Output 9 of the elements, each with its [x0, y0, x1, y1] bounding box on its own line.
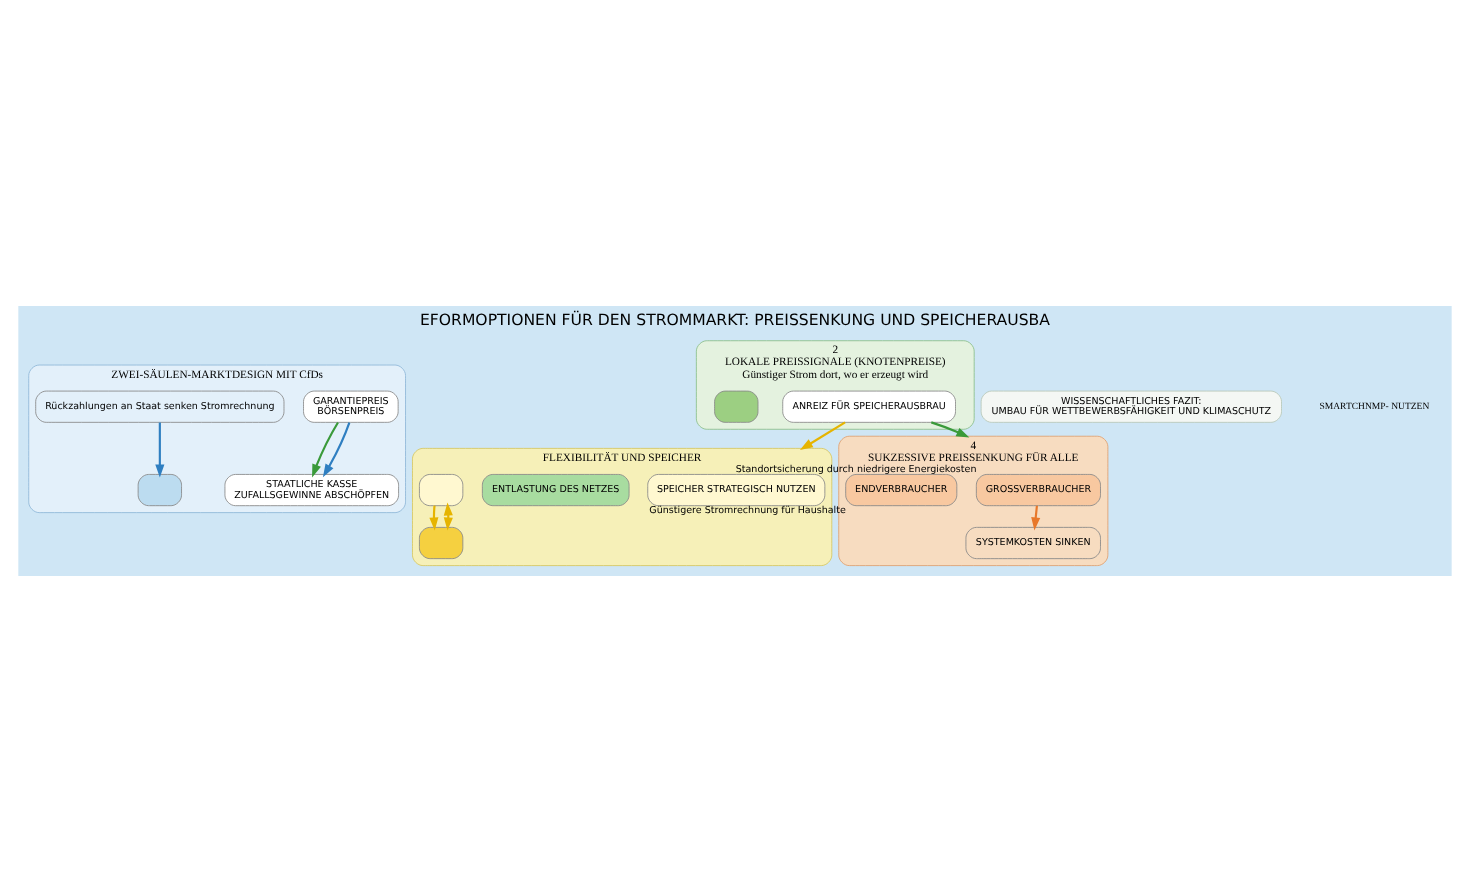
node-box	[419, 473, 464, 506]
arrow	[155, 421, 165, 477]
node-box	[419, 525, 464, 559]
arrow	[312, 421, 339, 477]
node-box	[714, 389, 759, 422]
arrow	[930, 420, 970, 437]
arrow	[799, 420, 846, 450]
node-box	[137, 473, 182, 506]
arrow	[322, 421, 351, 477]
